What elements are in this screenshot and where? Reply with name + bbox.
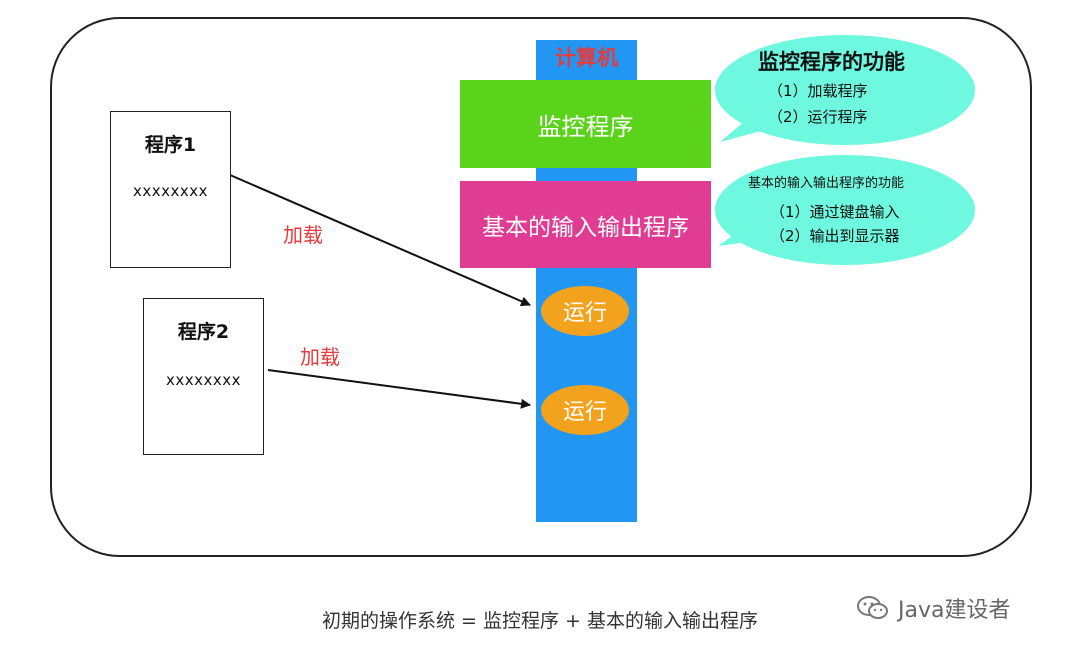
wechat-icon <box>857 596 888 619</box>
io-functions-bubble <box>715 155 975 265</box>
run-oval-2: 运行 <box>541 385 629 435</box>
program-2-title: 程序2 <box>177 321 230 343</box>
io-program-block: 基本的输入输出程序 <box>460 181 711 268</box>
monitor-function-item-1: （1）加载程序 <box>768 82 868 100</box>
load-arrow-2 <box>267 369 531 409</box>
load-arrow-1 <box>229 174 531 307</box>
run-oval-1: 运行 <box>541 286 629 336</box>
run-label-1: 运行 <box>562 301 607 326</box>
monitor-function-item-2: （2）运行程序 <box>768 108 868 126</box>
program-1-document: 程序1 xxxxxxxx <box>110 111 231 268</box>
load-label-2: 加载 <box>300 345 340 369</box>
monitor-program-label: 监控程序 <box>537 112 634 141</box>
io-program-label: 基本的输入输出程序 <box>482 214 689 241</box>
watermark-text: Java建设者 <box>898 598 1011 623</box>
program-2-code: xxxxxxxx <box>165 371 241 389</box>
monitor-program-block: 监控程序 <box>460 80 711 168</box>
monitor-functions-bubble <box>715 35 975 145</box>
io-function-item-2: （2）输出到显示器 <box>770 227 900 245</box>
watermark: Java建设者 <box>856 592 1010 624</box>
io-functions-title: 基本的输入输出程序的功能 <box>748 176 905 191</box>
io-function-item-1: （1）通过键盘输入 <box>770 203 900 221</box>
monitor-functions-title: 监控程序的功能 <box>758 50 905 74</box>
computer-outline <box>50 17 1032 557</box>
load-label-1: 加载 <box>283 223 323 247</box>
program-1-code: xxxxxxxx <box>132 182 208 200</box>
diagram-caption: 初期的操作系统 = 监控程序 + 基本的输入输出程序 <box>322 610 758 632</box>
computer-label: 计算机 <box>555 46 618 70</box>
program-2-document: 程序2 xxxxxxxx <box>143 298 264 455</box>
program-1-title: 程序1 <box>144 134 197 156</box>
run-label-2: 运行 <box>562 400 607 425</box>
